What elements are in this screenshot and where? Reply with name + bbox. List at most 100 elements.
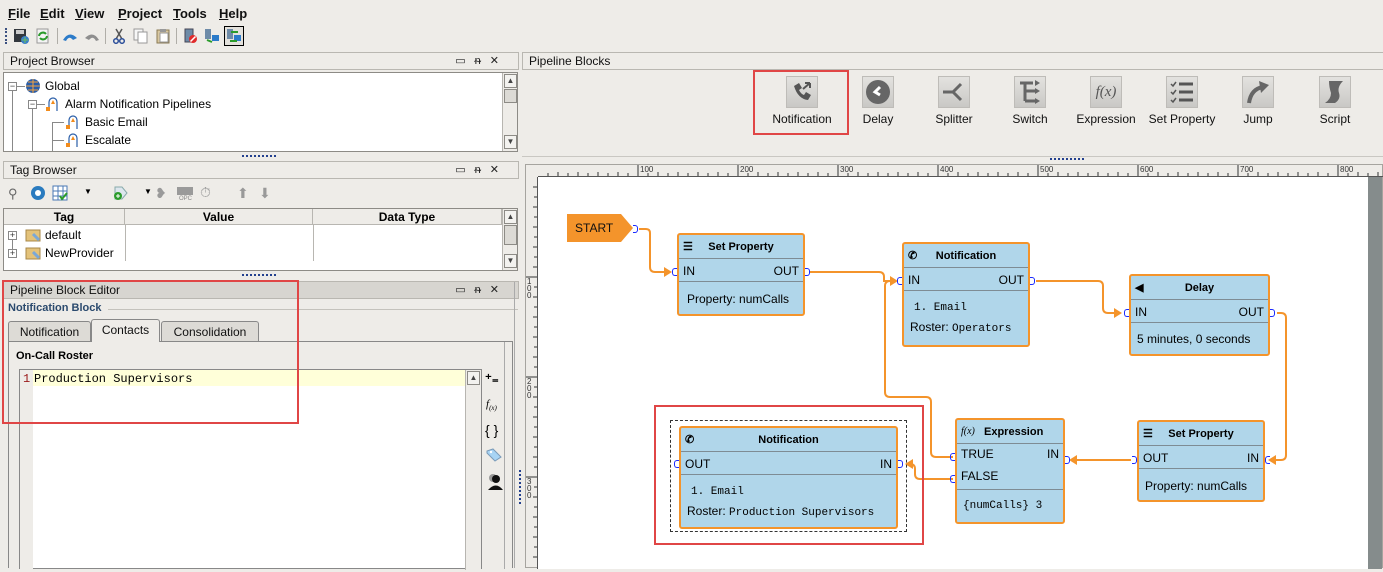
tag-icon[interactable] <box>486 448 502 465</box>
refresh-icon[interactable] <box>33 26 53 46</box>
true-port[interactable] <box>950 453 955 461</box>
in-port[interactable] <box>1065 456 1070 464</box>
braces-icon[interactable]: { } <box>485 422 499 438</box>
menu-edit[interactable]: Edit <box>40 6 65 21</box>
collapse-icon[interactable]: − <box>28 99 37 109</box>
export-icon[interactable]: ⬇ <box>259 185 271 201</box>
float-icon[interactable]: ▭ <box>455 284 475 296</box>
timer-icon[interactable]: ⏱ <box>200 184 211 200</box>
tab-contacts[interactable]: Contacts <box>91 319 160 342</box>
toolbar-grip[interactable] <box>5 28 7 44</box>
close-icon[interactable]: ✕ <box>489 284 508 296</box>
palette-set-property[interactable]: Set Property <box>1143 72 1221 132</box>
pin-icon[interactable]: ᵰ <box>474 164 490 176</box>
column-header-data-type[interactable]: Data Type <box>313 209 502 225</box>
user-icon[interactable] <box>486 473 504 494</box>
gateway-comm-icon[interactable] <box>202 26 222 46</box>
start-out-port[interactable] <box>633 225 638 233</box>
expand-icon[interactable]: + <box>8 230 17 240</box>
binoculars-icon[interactable]: ⚲ <box>8 186 18 201</box>
add-expression-icon[interactable]: ⁺₌ <box>485 371 499 386</box>
close-icon[interactable]: ✕ <box>489 164 508 176</box>
disconnect-icon[interactable] <box>180 26 200 46</box>
palette-delay[interactable]: Delay <box>839 72 917 132</box>
menu-project[interactable]: Project <box>118 6 163 21</box>
cut-icon[interactable] <box>109 26 129 46</box>
out-port[interactable] <box>1270 309 1275 317</box>
dropdown-arrow-icon[interactable]: ▼ <box>144 187 152 196</box>
tree-item-escalate[interactable]: Escalate <box>4 131 504 149</box>
add-tag-icon[interactable] <box>112 185 128 204</box>
splitter-handle[interactable] <box>1050 158 1084 160</box>
palette-switch[interactable]: Switch <box>991 72 1069 132</box>
palette-expression[interactable]: f(x) Expression <box>1067 72 1145 132</box>
editor-line[interactable]: Production Supervisors <box>34 372 193 386</box>
roster-editor[interactable]: 1 Production Supervisors ▲ <box>19 369 482 570</box>
scroll-up-button[interactable]: ▲ <box>504 74 517 88</box>
block-expression[interactable]: f(x)Expression TRUE IN FALSE {numCalls} … <box>955 418 1065 524</box>
splitter-handle[interactable] <box>242 155 276 157</box>
in-port[interactable] <box>672 268 677 276</box>
scroll-up-button[interactable]: ▲ <box>467 371 480 385</box>
tree-item-basic-email[interactable]: Basic Email <box>4 113 504 131</box>
scroll-thumb[interactable] <box>504 89 517 103</box>
edit-tag-icon[interactable]: ❥ <box>155 185 167 201</box>
out-port[interactable] <box>1132 456 1137 464</box>
editor-scrollbar[interactable]: ▲ <box>465 370 481 570</box>
float-icon[interactable]: ▭ <box>455 55 475 67</box>
redo-icon[interactable] <box>82 26 102 46</box>
tab-consolidation[interactable]: Consolidation <box>161 321 259 342</box>
close-icon[interactable]: ✕ <box>489 55 508 67</box>
palette-script[interactable]: Script <box>1296 72 1374 132</box>
out-port[interactable] <box>1030 277 1035 285</box>
project-tree-scrollbar[interactable]: ▲ ▼ <box>502 73 517 151</box>
out-port[interactable] <box>805 268 810 276</box>
start-node[interactable]: START <box>567 214 633 242</box>
tag-row-default[interactable]: + default <box>8 228 82 242</box>
scroll-up-button[interactable]: ▲ <box>504 210 517 224</box>
expand-icon[interactable]: + <box>8 248 17 258</box>
tab-notification[interactable]: Notification <box>8 321 91 342</box>
dropdown-arrow-icon[interactable]: ▼ <box>84 187 92 196</box>
column-header-tag[interactable]: Tag <box>4 209 125 225</box>
gateway-comm-active-icon[interactable] <box>224 26 244 46</box>
menu-file[interactable]: File <box>8 6 31 21</box>
menu-help[interactable]: Help <box>219 6 248 21</box>
scroll-thumb[interactable] <box>504 225 517 245</box>
refresh-tags-icon[interactable] <box>30 185 46 204</box>
in-port[interactable] <box>1124 309 1129 317</box>
undo-icon[interactable] <box>60 26 80 46</box>
function-icon[interactable]: f(x) <box>486 398 497 413</box>
float-icon[interactable]: ▭ <box>455 164 475 176</box>
scroll-down-button[interactable]: ▼ <box>504 254 517 268</box>
tree-item-alarm-notification-pipelines[interactable]: − Alarm Notification Pipelines <box>28 97 212 111</box>
table-check-icon[interactable] <box>52 185 68 204</box>
column-header-value[interactable]: Value <box>125 209 313 225</box>
collapse-icon[interactable]: − <box>8 81 17 91</box>
import-icon[interactable]: ⬆ <box>237 185 249 201</box>
pin-icon[interactable]: ᵰ <box>474 55 490 67</box>
palette-notification[interactable]: Notification <box>763 72 841 132</box>
save-icon[interactable] <box>11 26 31 46</box>
paste-icon[interactable] <box>153 26 173 46</box>
tag-row-newprovider[interactable]: + NewProvider <box>8 246 114 260</box>
opc-icon[interactable]: OPC <box>176 185 194 204</box>
vertical-splitter-handle[interactable] <box>519 470 521 504</box>
in-port[interactable] <box>1265 456 1270 464</box>
splitter-handle[interactable] <box>242 274 276 276</box>
palette-splitter[interactable]: Splitter <box>915 72 993 132</box>
menu-view[interactable]: View <box>75 6 105 21</box>
tag-table-scrollbar[interactable]: ▲ ▼ <box>502 209 517 270</box>
copy-icon[interactable] <box>131 26 151 46</box>
false-port[interactable] <box>950 475 955 483</box>
pin-icon[interactable]: ᵰ <box>474 284 490 296</box>
menu-tools[interactable]: Tools <box>173 6 207 21</box>
in-port[interactable] <box>897 277 902 285</box>
palette-jump[interactable]: Jump <box>1219 72 1297 132</box>
